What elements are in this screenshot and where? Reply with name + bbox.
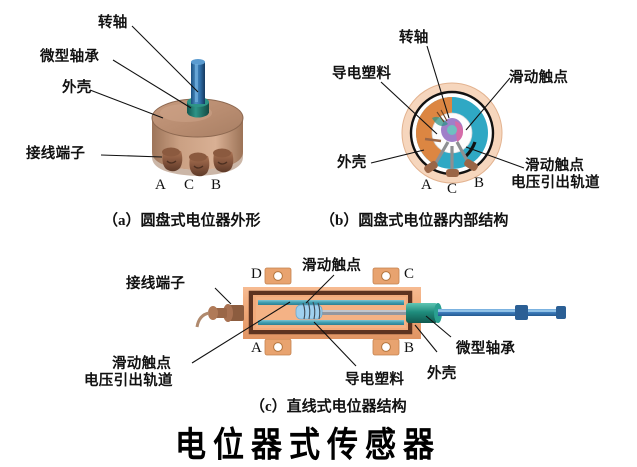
panel-a-label-wiring-terminal: 接线端子: [26, 146, 86, 162]
panel-c-label-wiring-terminal: 接线端子: [126, 276, 186, 292]
panel-c-label-sliding-contact: 滑动触点: [302, 258, 362, 274]
panel-a-terminal-b: B: [211, 177, 222, 193]
panel-b-label-rotating-shaft: 转轴: [399, 30, 429, 46]
panel-a-caption: （a）圆盘式电位器外形: [103, 213, 261, 229]
panel-a-label-miniature-bearing: 微型轴承: [40, 49, 100, 65]
panel-c-label-miniature-bearing: 微型轴承: [456, 341, 516, 357]
panel-c-label-conductive-plastic: 导电塑料: [345, 372, 405, 388]
panel-b-terminal-b: B: [474, 175, 485, 191]
panel-b-terminal-a: A: [421, 177, 432, 193]
panel-b-label-track-line2: 电压引出轨道: [511, 175, 600, 191]
panel-c-terminal-b: B: [404, 340, 415, 356]
panel-c-caption: （c）直线式电位器结构: [250, 399, 407, 415]
panel-b-label-housing: 外壳: [337, 155, 367, 171]
panel-b-terminal-c: C: [447, 181, 458, 197]
panel-c-label-track-line2: 电压引出轨道: [84, 373, 173, 389]
panel-c-label-track-line1: 滑动触点: [112, 356, 172, 372]
panel-c-terminal-c: C: [404, 266, 415, 282]
panel-b-label-sliding-contact: 滑动触点: [509, 70, 569, 86]
panel-c-terminal-a: A: [251, 340, 262, 356]
panel-c-label-housing: 外壳: [427, 366, 457, 382]
panel-a-terminal-a: A: [155, 177, 166, 193]
panel-c-terminal-d: D: [251, 266, 262, 282]
panel-a-label-housing: 外壳: [62, 80, 92, 96]
panel-b-label-track-line1: 滑动触点: [525, 158, 585, 174]
main-title: 电位器式传感器: [175, 425, 441, 466]
panel-a-label-rotating-shaft: 转轴: [98, 15, 128, 31]
panel-a-terminal-c: C: [184, 177, 195, 193]
panel-b-caption: （b）圆盘式电位器内部结构: [320, 213, 509, 229]
panel-b-label-conductive-plastic: 导电塑料: [332, 66, 392, 82]
